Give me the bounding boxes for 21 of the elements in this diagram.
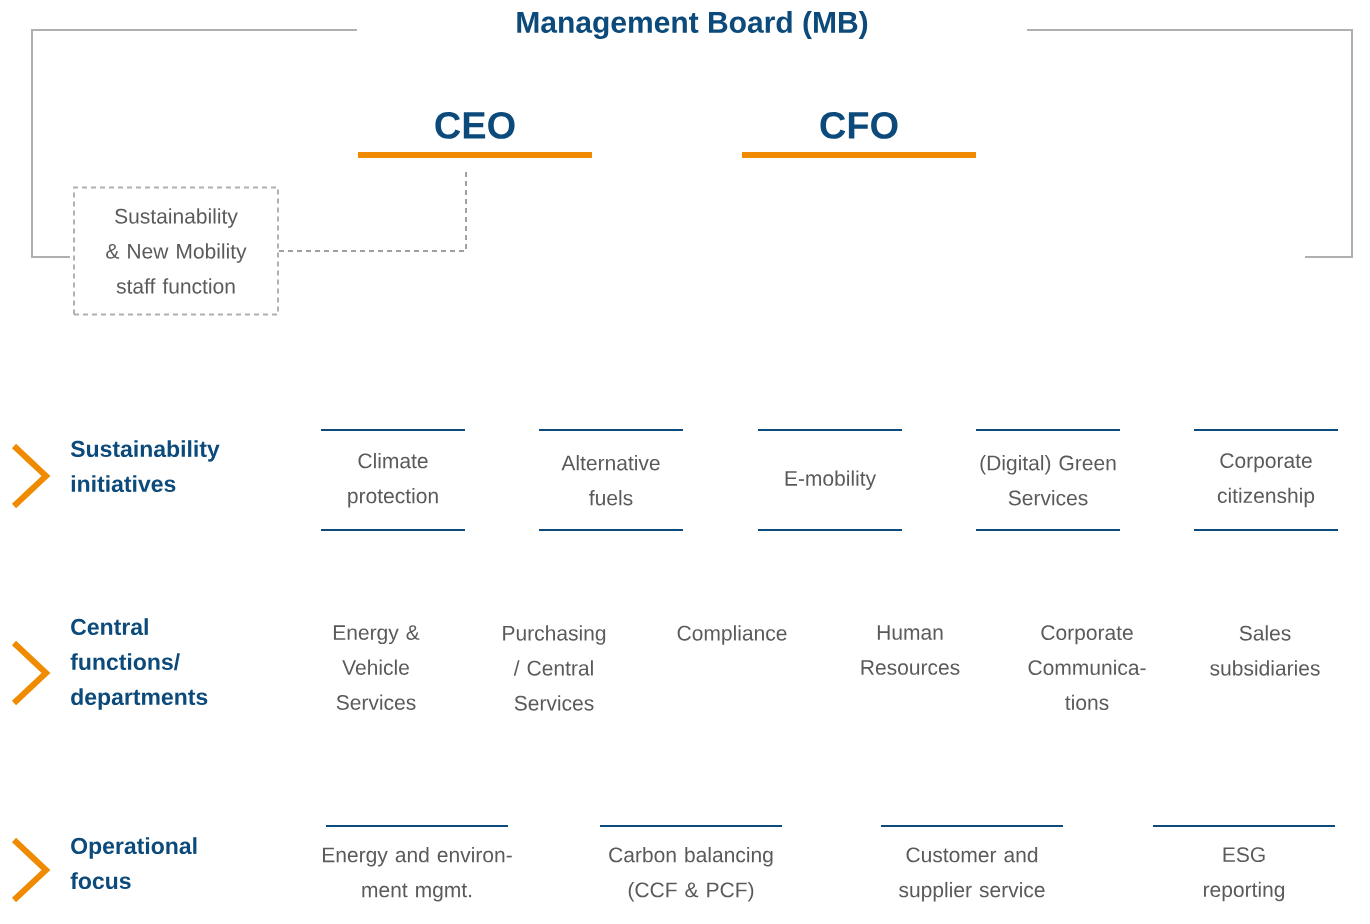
connector [278, 169, 467, 252]
focus-band: Energy and environ- ment mgmt. [323, 825, 512, 902]
department-label: Corporate Communica- tions [1028, 625, 1146, 711]
department-label: Energy & Vehicle Services [333, 625, 420, 710]
row-heading: Sustainability initiatives [70, 440, 220, 493]
title: Management Board (MB) [517, 10, 868, 40]
staff-box: Sustainability & New Mobility staff function [73, 186, 279, 316]
focus-band: ESG reporting [1152, 825, 1336, 902]
initiative-band: E-mobility [757, 429, 903, 531]
department-label: Purchasing / Central Services [503, 625, 606, 711]
initiative-band: Alternative fuels [538, 429, 684, 531]
initiative-band: Corporate citizenship [1193, 429, 1339, 531]
row-heading: Central functions/ departments [70, 618, 208, 710]
department-label: Human Resources [861, 625, 960, 675]
department-label: Compliance [677, 625, 787, 645]
focus-band: Customer and supplier service [880, 825, 1064, 902]
department-label: Sales subsidiaries [1210, 625, 1320, 676]
row-heading: Operational focus [70, 837, 197, 890]
initiative-band: (Digital) Green Services [975, 429, 1121, 531]
focus-band: Carbon balancing (CCF & PCF) [599, 825, 783, 902]
initiative-band: Climate protection [320, 429, 466, 531]
